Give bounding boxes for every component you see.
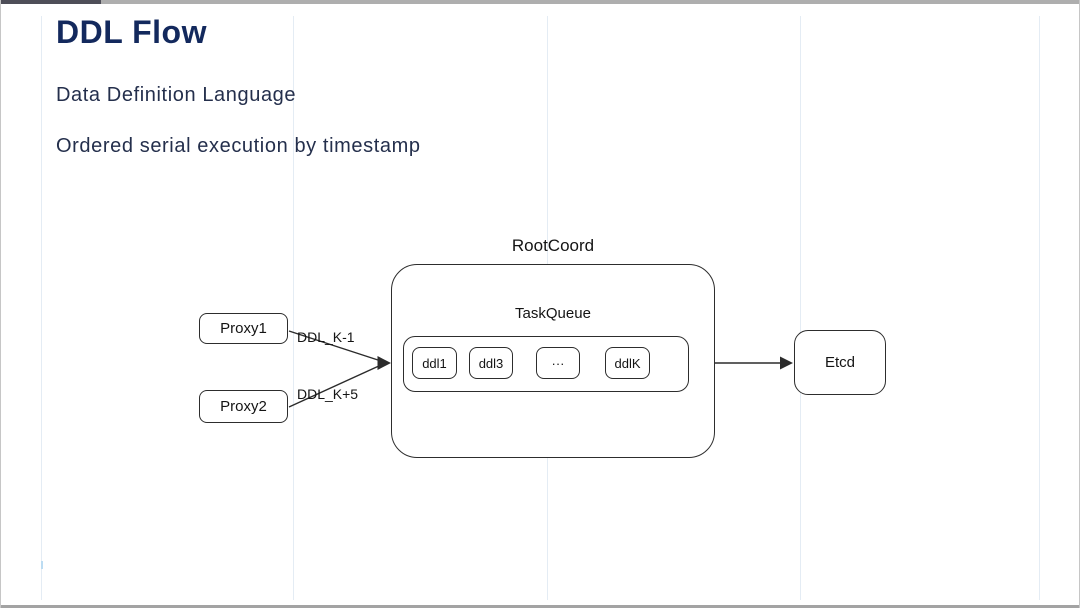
bottom-border-band <box>1 605 1079 608</box>
task-chip-ddl3: ddl3 <box>469 347 513 379</box>
proxy2-node: Proxy2 <box>199 390 288 423</box>
column-guide-line <box>41 16 42 600</box>
page-title: DDL Flow <box>56 14 207 50</box>
top-border-dark-segment <box>1 0 101 4</box>
etcd-arrowhead-icon <box>780 356 793 370</box>
taskqueue-label: TaskQueue <box>515 305 591 322</box>
taskqueue-box: ddl1 ddl3 ··· ddlK <box>403 336 689 392</box>
merged-arrowhead-icon <box>377 356 391 370</box>
rootcoord-box: TaskQueue ddl1 ddl3 ··· ddlK <box>391 264 715 458</box>
column-guide-line <box>800 16 801 600</box>
edge-label-ddl-k-minus-1: DDL_K-1 <box>297 329 355 345</box>
task-chip-ellipsis: ··· <box>536 347 580 379</box>
column-guide-line <box>1039 16 1040 600</box>
rootcoord-label: RootCoord <box>511 236 595 255</box>
proxy1-node: Proxy1 <box>199 313 288 344</box>
column-guide-line <box>293 16 294 600</box>
subtitle-line-1: Data Definition Language <box>56 84 297 106</box>
etcd-node: Etcd <box>794 330 886 395</box>
edge-label-ddl-k-plus-5: DDL_K+5 <box>297 386 359 402</box>
subtitle-line-2: Ordered serial execution by timestamp <box>56 135 421 157</box>
top-border-band <box>1 0 1079 4</box>
task-chip-ddlk: ddlK <box>605 347 650 379</box>
text-cursor-tick <box>41 561 43 569</box>
task-chip-ddl1: ddl1 <box>412 347 457 379</box>
rootcoord-to-etcd-arrow <box>715 356 793 370</box>
